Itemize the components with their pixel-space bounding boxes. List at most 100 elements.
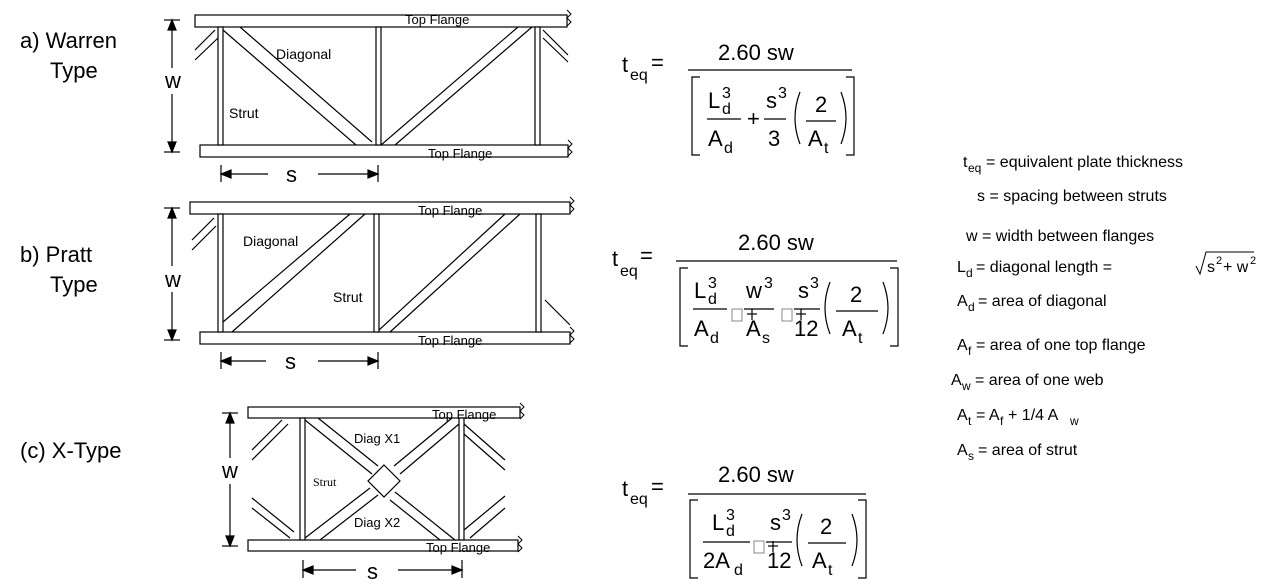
f2-parens — [824, 281, 889, 335]
f3-Ld-sup: 3 — [726, 507, 735, 524]
svg-text:f: f — [1000, 414, 1004, 428]
legend-s: s = spacing between struts — [977, 188, 1167, 205]
warren-caption-line2: Type — [50, 58, 98, 83]
f3-numerator: 2.60 sw — [718, 462, 794, 487]
legend-Ld: L d = diagonal length = s 2 + w 2 — [957, 251, 1256, 280]
svg-text:= equivalent plate thickness: = equivalent plate thickness — [986, 154, 1183, 171]
x-strut-label: Strut — [313, 475, 337, 489]
f2-Ld-sup: 3 — [708, 275, 717, 292]
legend-Aw: A w = area of one web — [951, 372, 1104, 393]
f2-equals: = — [640, 243, 653, 268]
f2-s: s — [798, 278, 809, 303]
legend-teq: t eq = equivalent plate thickness — [963, 154, 1183, 175]
f2-Ad-A: A — [694, 316, 709, 341]
f2-two: 2 — [850, 282, 862, 307]
formula-pratt: t eq = 2.60 sw L d 3 A d w 3 A s s 3 12 … — [612, 230, 899, 347]
svg-text:eq: eq — [968, 161, 981, 175]
f1-Ad-A: A — [708, 126, 723, 151]
f2-As-A: A — [746, 316, 761, 341]
svg-text:t: t — [968, 414, 972, 428]
f2-Ad-sub: d — [710, 330, 719, 347]
svg-text:A: A — [957, 293, 968, 310]
legend-Ad: A d = area of diagonal — [957, 293, 1107, 314]
pratt-strut-label: Strut — [333, 289, 363, 305]
x-diag2-label: Diag X2 — [354, 515, 400, 530]
pratt-w-dimension — [164, 206, 180, 342]
svg-text:f: f — [968, 344, 972, 358]
x-bottom-flange-label: Top Flange — [426, 540, 490, 555]
panel-x-type: (c) X-Type Top Flange Top Flange — [20, 402, 525, 584]
f1-At-A: A — [808, 126, 823, 151]
svg-text:= area of strut: = area of strut — [978, 442, 1078, 459]
f2-numerator: 2.60 sw — [738, 230, 814, 255]
formula-warren: t eq = 2.60 sw L d 3 A d + s 3 3 2 A t — [622, 40, 855, 157]
svg-text:2: 2 — [1216, 255, 1222, 267]
f2-At-A: A — [842, 316, 857, 341]
f1-lhs: t — [622, 52, 628, 77]
pratt-bottom-flange: Top Flange — [199, 326, 575, 348]
f2-As-sub: s — [762, 330, 770, 347]
panel-warren: a) Warren Type Top Flange Top Flange — [20, 9, 573, 187]
f3-2Ad-sub: d — [734, 562, 743, 579]
x-diagonals — [251, 417, 506, 541]
x-s-label: s — [367, 559, 378, 584]
f2-w-sup: 3 — [764, 275, 773, 292]
f1-s: s — [766, 88, 777, 113]
svg-text:s: s — [1207, 259, 1215, 276]
f1-Ld-sub: d — [722, 101, 731, 118]
f2-Ld-L: L — [694, 278, 706, 303]
warren-s-label: s — [286, 162, 297, 187]
f1-numerator: 2.60 sw — [718, 40, 794, 65]
x-top-flange-label: Top Flange — [432, 407, 496, 422]
f3-At-sub: t — [828, 562, 833, 579]
f1-brackets — [691, 76, 855, 156]
f3-Ld-sub: d — [726, 523, 735, 540]
svg-text:A: A — [957, 407, 968, 424]
pratt-s-dimension — [219, 352, 380, 369]
f1-plus: + — [747, 106, 760, 131]
pratt-top-flange-label: Top Flange — [418, 203, 482, 218]
f2-op-box-2 — [781, 308, 793, 322]
f1-lhs-sub: eq — [630, 67, 648, 84]
svg-text:+ w: + w — [1223, 259, 1249, 276]
svg-text:L: L — [957, 259, 966, 276]
f1-Ld-L: L — [708, 88, 720, 113]
x-type-caption: (c) X-Type — [20, 438, 121, 463]
svg-text:d: d — [968, 300, 975, 314]
f3-lhs-sub: eq — [630, 491, 648, 508]
warren-top-flange: Top Flange — [194, 9, 572, 28]
pratt-w-label: w — [164, 267, 181, 292]
x-s-dimension — [301, 560, 464, 578]
warren-struts — [217, 26, 541, 146]
svg-text:A: A — [957, 337, 968, 354]
legend-At: A t = A f + 1/4 A w — [957, 407, 1079, 428]
pratt-struts — [217, 213, 542, 333]
legend-w: w = width between flanges — [965, 228, 1154, 245]
x-struts — [299, 417, 465, 541]
legend-Af: A f = area of one top flange — [957, 337, 1146, 358]
formula-x-type: t eq = 2.60 sw L d 3 2A d s 3 12 2 A t — [622, 462, 867, 579]
svg-text:s: s — [968, 449, 974, 463]
x-w-dimension — [222, 411, 238, 548]
svg-text:A: A — [957, 442, 968, 459]
f2-brackets — [679, 267, 899, 347]
pratt-bottom-flange-label: Top Flange — [418, 333, 482, 348]
warren-diagonals — [194, 26, 569, 146]
pratt-top-flange: Top Flange — [189, 196, 575, 218]
pratt-diagonals — [191, 213, 571, 333]
svg-text:= area of one web: = area of one web — [975, 372, 1104, 389]
f3-twelve: 12 — [767, 548, 791, 573]
f2-At-sub: t — [858, 330, 863, 347]
warren-top-flange-label: Top Flange — [405, 12, 469, 27]
x-diag1-label: Diag X1 — [354, 431, 400, 446]
svg-text:+ 1/4 A: + 1/4 A — [1008, 407, 1059, 424]
f1-At-sub: t — [824, 140, 829, 157]
f2-s-sup: 3 — [810, 275, 819, 292]
f3-two: 2 — [820, 514, 832, 539]
legend: t eq = equivalent plate thickness s = sp… — [951, 154, 1256, 463]
svg-text:A: A — [951, 372, 962, 389]
warren-diagonal-label: Diagonal — [276, 46, 331, 62]
pratt-caption-line2: Type — [50, 272, 98, 297]
warren-strut-label: Strut — [229, 105, 259, 121]
f1-equals: = — [651, 50, 664, 75]
